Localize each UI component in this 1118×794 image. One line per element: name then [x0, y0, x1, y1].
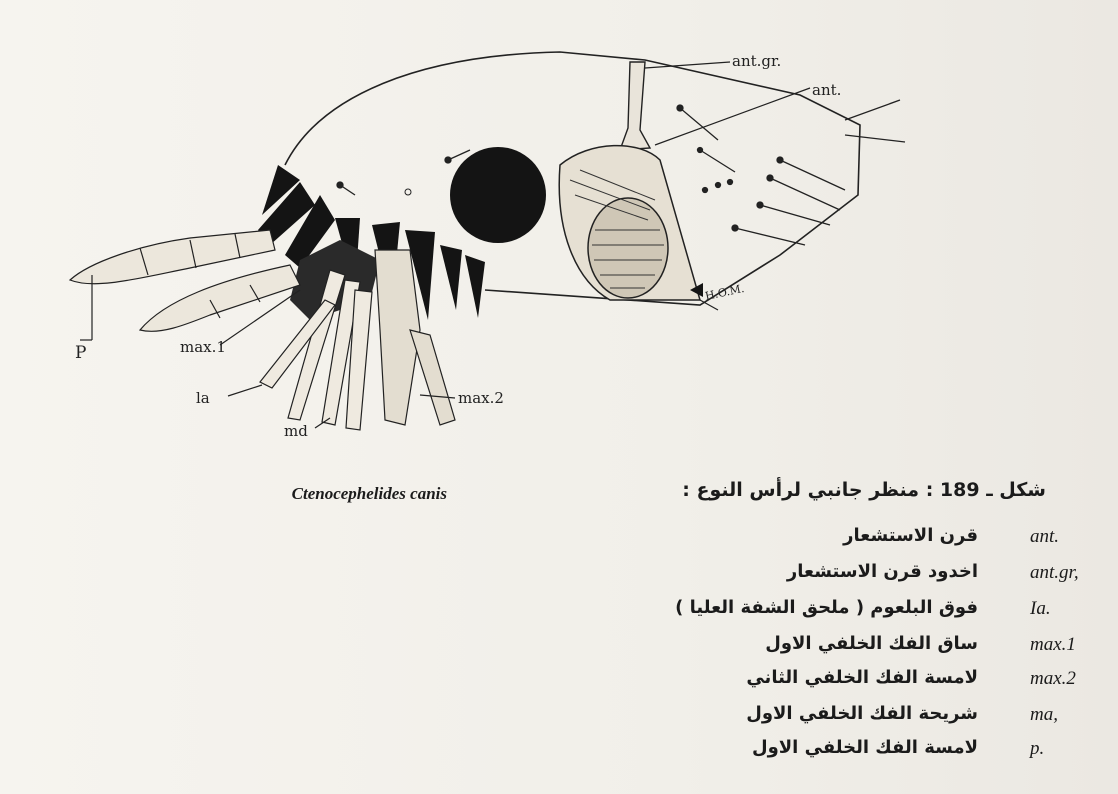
- legend-row: لامسة الفك الخلفي الثاني max.2: [0, 667, 1118, 697]
- label-md: md: [284, 422, 308, 440]
- legend-abbreviation: Ia.: [1030, 598, 1051, 620]
- label-max1: max.1: [180, 338, 226, 356]
- legend-row: ساق الفك الخلفي الاول max.1: [0, 633, 1118, 663]
- maxillary-palp: [70, 230, 300, 331]
- legend-abbreviation: max.2: [1030, 668, 1076, 690]
- legend-arabic-term: شريحة الفك الخلفي الاول: [746, 703, 978, 724]
- legend-arabic-term: اخدود قرن الاستشعار: [787, 561, 978, 582]
- legend-abbreviation: p.: [1030, 738, 1044, 760]
- flea-head-illustration: ant.gr. ant. H.O.M. P max.1 la md max.2: [0, 0, 1118, 470]
- legend-abbreviation: max.1: [1030, 634, 1076, 656]
- label-hom: H.O.M.: [704, 282, 746, 303]
- legend-abbreviation: ma,: [1030, 704, 1058, 726]
- species-name: Ctenocephelides canis: [292, 484, 447, 504]
- legend-row: اخدود قرن الاستشعار ant.gr,: [0, 561, 1118, 591]
- legend-arabic-term: ساق الفك الخلفي الاول: [765, 633, 978, 654]
- legend-row: فوق البلعوم ( ملحق الشفة العليا ) Ia.: [0, 597, 1118, 627]
- label-ant: ant.: [812, 81, 841, 99]
- label-ant-gr: ant.gr.: [732, 52, 781, 70]
- legend-row: قرن الاستشعار ant.: [0, 525, 1118, 555]
- legend-arabic-term: لامسة الفك الخلفي الاول: [752, 737, 978, 758]
- label-max2: max.2: [458, 389, 504, 407]
- antennal-groove: [620, 62, 650, 150]
- labial-palp: [375, 250, 455, 425]
- legend-abbreviation: ant.: [1030, 526, 1059, 548]
- legend-arabic-term: لامسة الفك الخلفي الثاني: [746, 667, 978, 688]
- figure-caption-arabic: شكل ـ 189 : منظر جانبي لرأس النوع :: [682, 479, 1046, 501]
- compound-eye: [450, 147, 546, 243]
- legend-abbreviation: ant.gr,: [1030, 562, 1079, 584]
- label-p: P: [75, 343, 86, 363]
- label-la: la: [196, 389, 210, 407]
- legend-arabic-term: قرن الاستشعار: [843, 525, 978, 546]
- legend-row: شريحة الفك الخلفي الاول ma,: [0, 703, 1118, 733]
- ocellus-dot: [405, 189, 411, 195]
- legend-arabic-term: فوق البلعوم ( ملحق الشفة العليا ): [675, 597, 978, 618]
- legend-row: لامسة الفك الخلفي الاول p.: [0, 737, 1118, 767]
